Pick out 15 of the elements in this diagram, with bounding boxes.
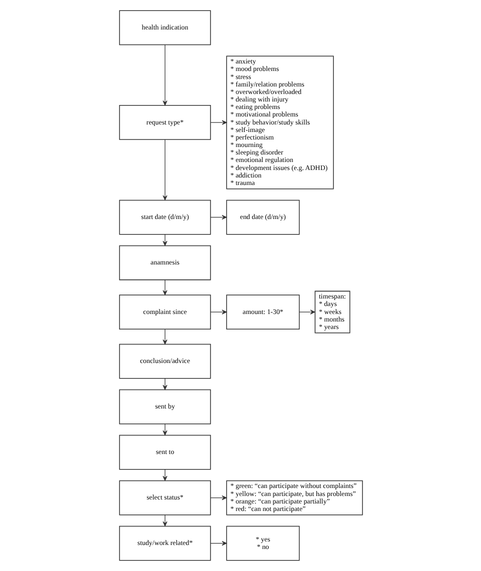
- arrow: [298, 310, 315, 314]
- arrow: [210, 540, 226, 546]
- arrow: [210, 214, 226, 220]
- arrow: [210, 496, 226, 500]
- arrow: [162, 378, 167, 390]
- arrow: [162, 328, 167, 344]
- arrow: [162, 514, 167, 526]
- arrow: [162, 44, 167, 106]
- arrow: [162, 424, 167, 436]
- arrow: [162, 469, 167, 481]
- arrow: [162, 139, 167, 200]
- arrow: [210, 120, 226, 125]
- arrow: [162, 234, 167, 246]
- arrow: [210, 310, 226, 314]
- arrow: [162, 280, 167, 296]
